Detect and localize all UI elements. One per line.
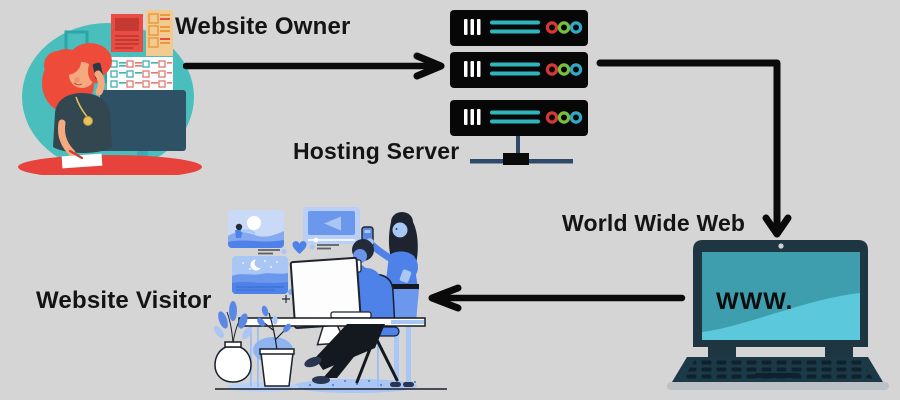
arrow-owner-to-server-icon [183, 52, 445, 80]
website-visitor-illustration [214, 207, 447, 393]
arrow-server-to-web-icon [596, 59, 792, 238]
website-visitor-label: Website Visitor [36, 287, 212, 314]
server-rack-icon [450, 10, 588, 165]
laptop-icon [667, 240, 889, 390]
website-owner-label: Website Owner [175, 13, 351, 40]
arrow-web-to-visitor-icon [428, 284, 686, 312]
world-wide-web-label: World Wide Web [562, 210, 746, 236]
hosting-server-label: Hosting Server [293, 138, 460, 164]
laptop-screen-text: WWW. [716, 288, 794, 315]
website-owner-illustration [18, 10, 202, 175]
